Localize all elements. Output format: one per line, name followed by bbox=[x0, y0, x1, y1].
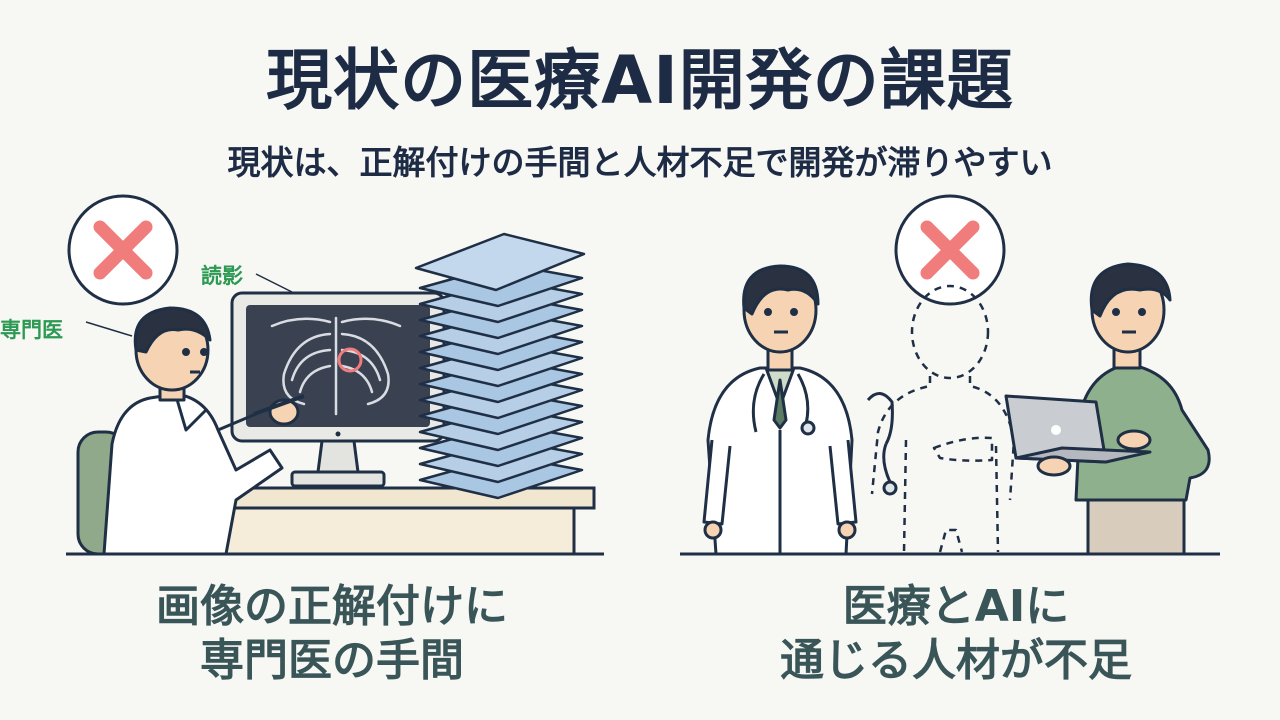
right-cross-icon bbox=[894, 194, 1006, 306]
page-title: 現状の医療AI開発の課題 bbox=[266, 42, 1014, 119]
right-caption-line1: 医療とAIに bbox=[842, 581, 1070, 632]
label-reading: 読影 bbox=[201, 264, 243, 288]
right-caption: 医療とAIに 通じる人材が不足 bbox=[676, 580, 1236, 687]
desk bbox=[198, 486, 596, 556]
specialist-pointer-line bbox=[85, 321, 133, 337]
laptop-icon bbox=[1004, 394, 1152, 477]
left-cross-icon bbox=[67, 194, 179, 306]
page-subtitle: 現状は、正解付けの手間と人材不足で開発が滞りやすい bbox=[227, 143, 1053, 182]
left-caption: 画像の正解付けに 専門医の手間 bbox=[52, 580, 612, 687]
doctor-figure bbox=[702, 264, 858, 556]
stethoscope-icon bbox=[866, 392, 898, 496]
right-caption-line2: 通じる人材が不足 bbox=[780, 634, 1132, 686]
label-specialist: 専門医 bbox=[0, 318, 63, 342]
specialist-doctor-figure bbox=[102, 306, 305, 556]
left-caption-line2: 専門医の手間 bbox=[200, 634, 464, 686]
left-caption-line1: 画像の正解付けに bbox=[156, 581, 508, 632]
film-stack bbox=[414, 232, 586, 500]
